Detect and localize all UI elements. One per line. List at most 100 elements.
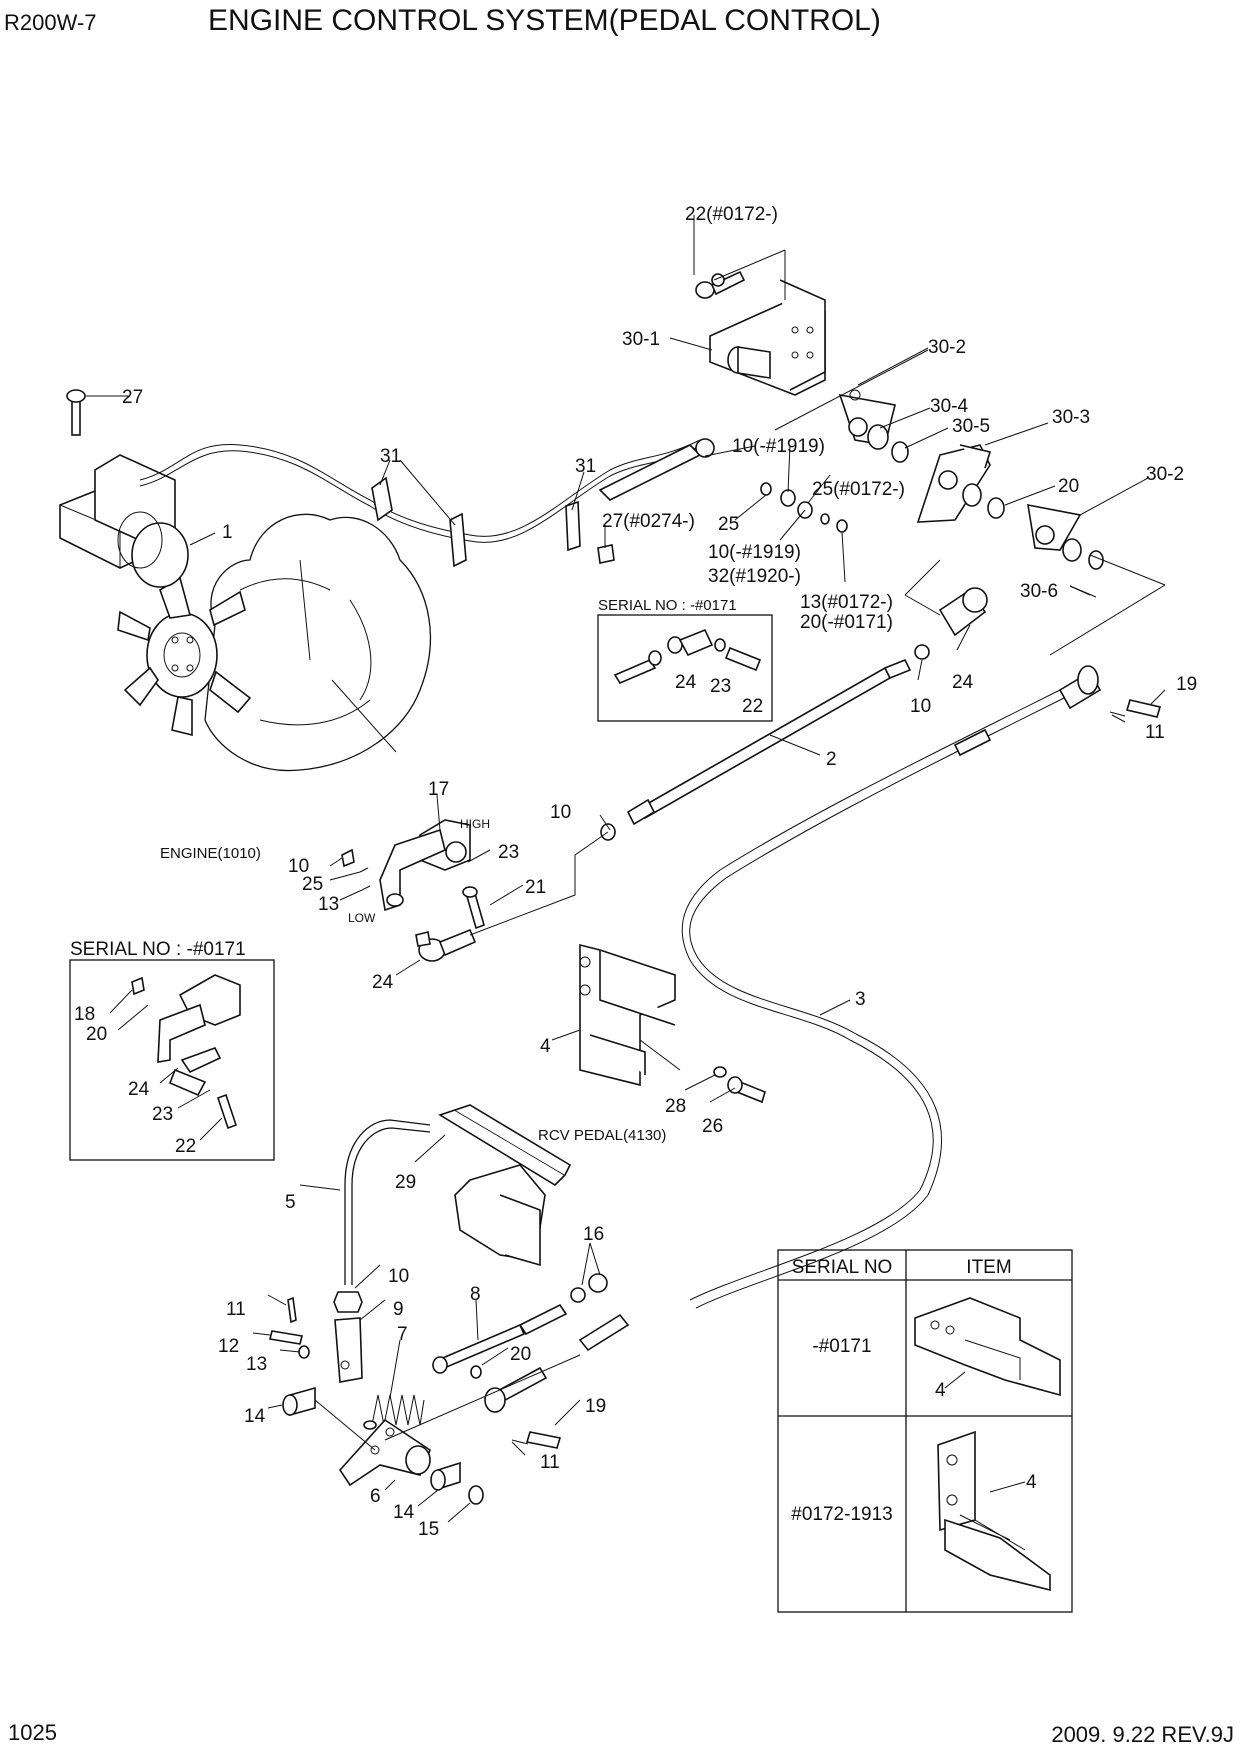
high-label: HIGH bbox=[460, 817, 490, 831]
callout-6: 6 bbox=[370, 1486, 381, 1507]
serial-inset-top-label: SERIAL NO : -#0171 bbox=[598, 597, 737, 614]
serial-inset-left-label: SERIAL NO : -#0171 bbox=[70, 939, 246, 960]
callout-20c: 20 bbox=[510, 1344, 531, 1365]
rod-end-24-center bbox=[415, 928, 477, 962]
callout-29: 29 bbox=[395, 1172, 416, 1193]
serial-table bbox=[777, 1249, 1073, 1613]
lever-6 bbox=[338, 1418, 431, 1487]
engine-drawing bbox=[117, 513, 431, 772]
bushing-30-4 bbox=[867, 424, 889, 450]
model-code: R200W-7 bbox=[4, 10, 97, 35]
bushing-30-6 bbox=[1062, 538, 1082, 562]
callout-19-right: 19 bbox=[1176, 674, 1197, 695]
callout-27-top: 27 bbox=[122, 387, 143, 408]
callout-16: 16 bbox=[583, 1224, 604, 1245]
callout-21: 21 bbox=[525, 877, 546, 898]
callout-20b: 20(-#0171) bbox=[800, 612, 893, 633]
pin-19-right bbox=[1125, 699, 1162, 718]
callout-14a: 14 bbox=[244, 1406, 266, 1427]
bracket-4 bbox=[579, 943, 676, 1087]
pin-19-lower bbox=[525, 1431, 562, 1449]
callout-22-inset: 22 bbox=[742, 696, 763, 717]
callout-25a: 25(#0172-) bbox=[812, 479, 905, 500]
table-header-serial: SERIAL NO bbox=[792, 1257, 893, 1278]
callout-1: 1 bbox=[222, 522, 233, 543]
clamp-31a bbox=[371, 476, 393, 522]
callout-10e: 10 bbox=[388, 1266, 409, 1287]
washer-30-6b bbox=[1088, 550, 1104, 570]
bracket-30-1 bbox=[709, 279, 826, 396]
callout-30-6: 30-6 bbox=[1020, 581, 1058, 602]
callout-26: 26 bbox=[702, 1116, 723, 1137]
callout-31a: 31 bbox=[380, 446, 401, 467]
callout-17: 17 bbox=[428, 779, 449, 800]
callout-23-inset: 23 bbox=[710, 676, 731, 697]
callout-30-5: 30-5 bbox=[952, 416, 990, 437]
callout-10c: 10 bbox=[550, 802, 571, 823]
callout-18: 18 bbox=[74, 1004, 95, 1025]
rcv-pedal-label: RCV PEDAL(4130) bbox=[538, 1127, 666, 1144]
cable-3 bbox=[681, 665, 1102, 1309]
callout-11-right: 11 bbox=[1145, 722, 1165, 743]
callout-28: 28 bbox=[665, 1096, 686, 1117]
washer-20-lower bbox=[470, 1365, 482, 1379]
nut-16a bbox=[570, 1287, 586, 1303]
lever-17 bbox=[379, 819, 471, 912]
nut-16b bbox=[588, 1273, 608, 1293]
callout-20a: 20 bbox=[1058, 476, 1079, 497]
callout-31b: 31 bbox=[575, 456, 596, 477]
clamp-31b bbox=[449, 512, 467, 568]
callout-13: 13(#0172-) bbox=[800, 592, 893, 613]
washer-28 bbox=[713, 1066, 727, 1078]
leader-lines bbox=[86, 215, 1166, 1523]
callout-4: 4 bbox=[540, 1036, 551, 1057]
callout-24c: 24 bbox=[372, 972, 394, 993]
page-title: ENGINE CONTROL SYSTEM(PEDAL CONTROL) bbox=[208, 4, 881, 37]
callout-13c: 13 bbox=[318, 894, 339, 915]
callout-32: 32(#1920-) bbox=[708, 566, 801, 587]
actuator-motor bbox=[59, 389, 701, 588]
rcv-pedal bbox=[438, 1104, 572, 1267]
callout-24-right: 24 bbox=[952, 672, 974, 693]
callout-30-4: 30-4 bbox=[930, 396, 968, 417]
callout-25c: 25 bbox=[302, 874, 323, 895]
nut-10-bottom bbox=[333, 1291, 363, 1313]
callout-22-top: 22(#0172-) bbox=[685, 204, 778, 225]
callout-19b: 19 bbox=[585, 1396, 606, 1417]
callout-11c: 11 bbox=[540, 1452, 560, 1473]
table-header-item: ITEM bbox=[966, 1257, 1011, 1278]
callout-9: 9 bbox=[393, 1299, 404, 1320]
callout-27b: 27(#0274-) bbox=[602, 511, 695, 532]
bushing-30-3a bbox=[962, 483, 982, 507]
callout-8: 8 bbox=[470, 1284, 481, 1305]
page-number: 1025 bbox=[8, 1720, 57, 1745]
callout-23-left: 23 bbox=[152, 1104, 173, 1125]
bolt-22-top bbox=[695, 270, 746, 299]
callout-7: 7 bbox=[397, 1324, 408, 1345]
clevis-9 bbox=[334, 1317, 363, 1383]
callout-25b: 25 bbox=[718, 514, 739, 535]
callout-24-left: 24 bbox=[128, 1079, 150, 1100]
ring-15 bbox=[468, 1485, 484, 1505]
callout-12: 12 bbox=[218, 1336, 239, 1357]
cable-rod-end bbox=[598, 444, 702, 501]
lever-30-2b bbox=[1027, 503, 1082, 551]
rod-2 bbox=[600, 658, 912, 841]
table-row1-item-label: 4 bbox=[935, 1380, 946, 1401]
engine-label: ENGINE(1010) bbox=[160, 845, 261, 862]
table-row2-item-label: 4 bbox=[1026, 1472, 1037, 1493]
callout-13b: 13 bbox=[246, 1354, 267, 1375]
callout-2: 2 bbox=[826, 749, 837, 770]
callout-11b: 11 bbox=[226, 1299, 246, 1320]
serial-inset-left-box bbox=[69, 959, 275, 1161]
callout-22-left: 22 bbox=[175, 1136, 196, 1157]
serial-inset-top-box bbox=[597, 614, 773, 722]
rod-5 bbox=[344, 1119, 431, 1285]
spring-7 bbox=[371, 1394, 425, 1426]
callout-3: 3 bbox=[855, 989, 866, 1010]
callout-10b: 10(-#1919) bbox=[708, 542, 801, 563]
low-label: LOW bbox=[348, 911, 376, 925]
washer-30-3b bbox=[987, 497, 1005, 519]
callout-30-2b: 30-2 bbox=[1146, 464, 1184, 485]
